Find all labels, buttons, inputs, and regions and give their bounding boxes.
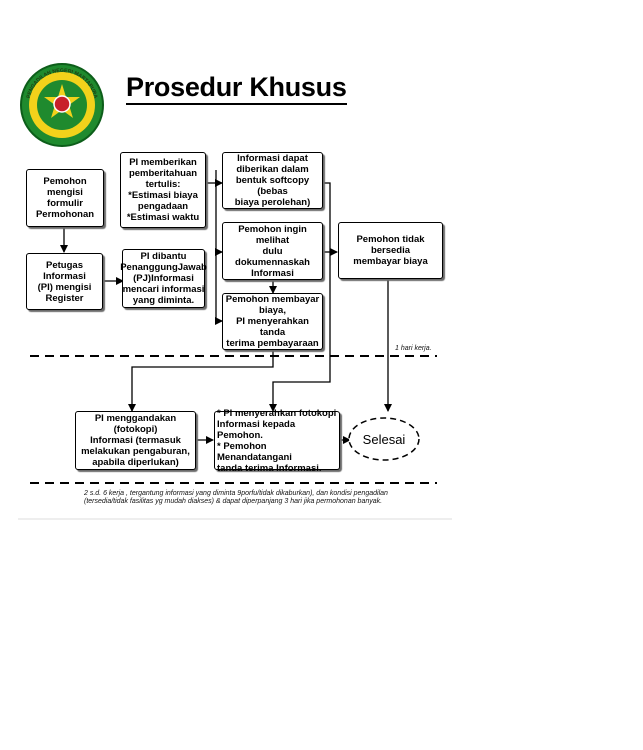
page-title: Prosedur Khusus bbox=[126, 72, 347, 105]
court-logo: PENGADILAN NEGERI MARTAPURA bbox=[20, 63, 104, 147]
node-pi-menyerahkan: * PI menyerahkan fotokopi Informasi kepa… bbox=[214, 408, 340, 474]
note-one-day: 1 hari kerja. bbox=[395, 345, 432, 352]
note-footer-line2: (tersedia/tidak fasilitas yg mudah diaks… bbox=[84, 498, 383, 505]
node-pi-menggandakan: PI menggandakan (fotokopi) Informasi (te… bbox=[75, 411, 196, 470]
node-pemohon-melihat: Pemohon ingin melihat dulu dokumennaskah… bbox=[222, 222, 323, 280]
node-pemohon-mengisi: Pemohon mengisi formulir Permohonan bbox=[26, 169, 104, 227]
node-selesai: Selesai bbox=[362, 431, 406, 447]
node-petugas-informasi: Petugas Informasi (PI) mengisi Register bbox=[26, 253, 103, 310]
selesai-terminator bbox=[348, 417, 420, 461]
node-pi-memberikan: PI memberikan pemberitahuan tertulis: *E… bbox=[120, 152, 206, 228]
arrow-membayar-to-menggandakan bbox=[128, 350, 274, 412]
note-footer-line1: 2 s.d. 6 kerja , tergantung informasi ya… bbox=[84, 490, 388, 497]
node-pi-dibantu: PI dibantu PenanggungJawab (PJ)Informasi… bbox=[120, 249, 207, 308]
arrow-softcopy-to-menyerahkan bbox=[269, 182, 331, 412]
node-tidak-bersedia: Pemohon tidak bersedia membayar biaya bbox=[338, 222, 443, 279]
node-informasi-softcopy: Informasi dapat diberikan dalam bentuk s… bbox=[222, 152, 323, 209]
node-pemohon-membayar: Pemohon membayar biaya, PI menyerahkan t… bbox=[222, 293, 323, 350]
